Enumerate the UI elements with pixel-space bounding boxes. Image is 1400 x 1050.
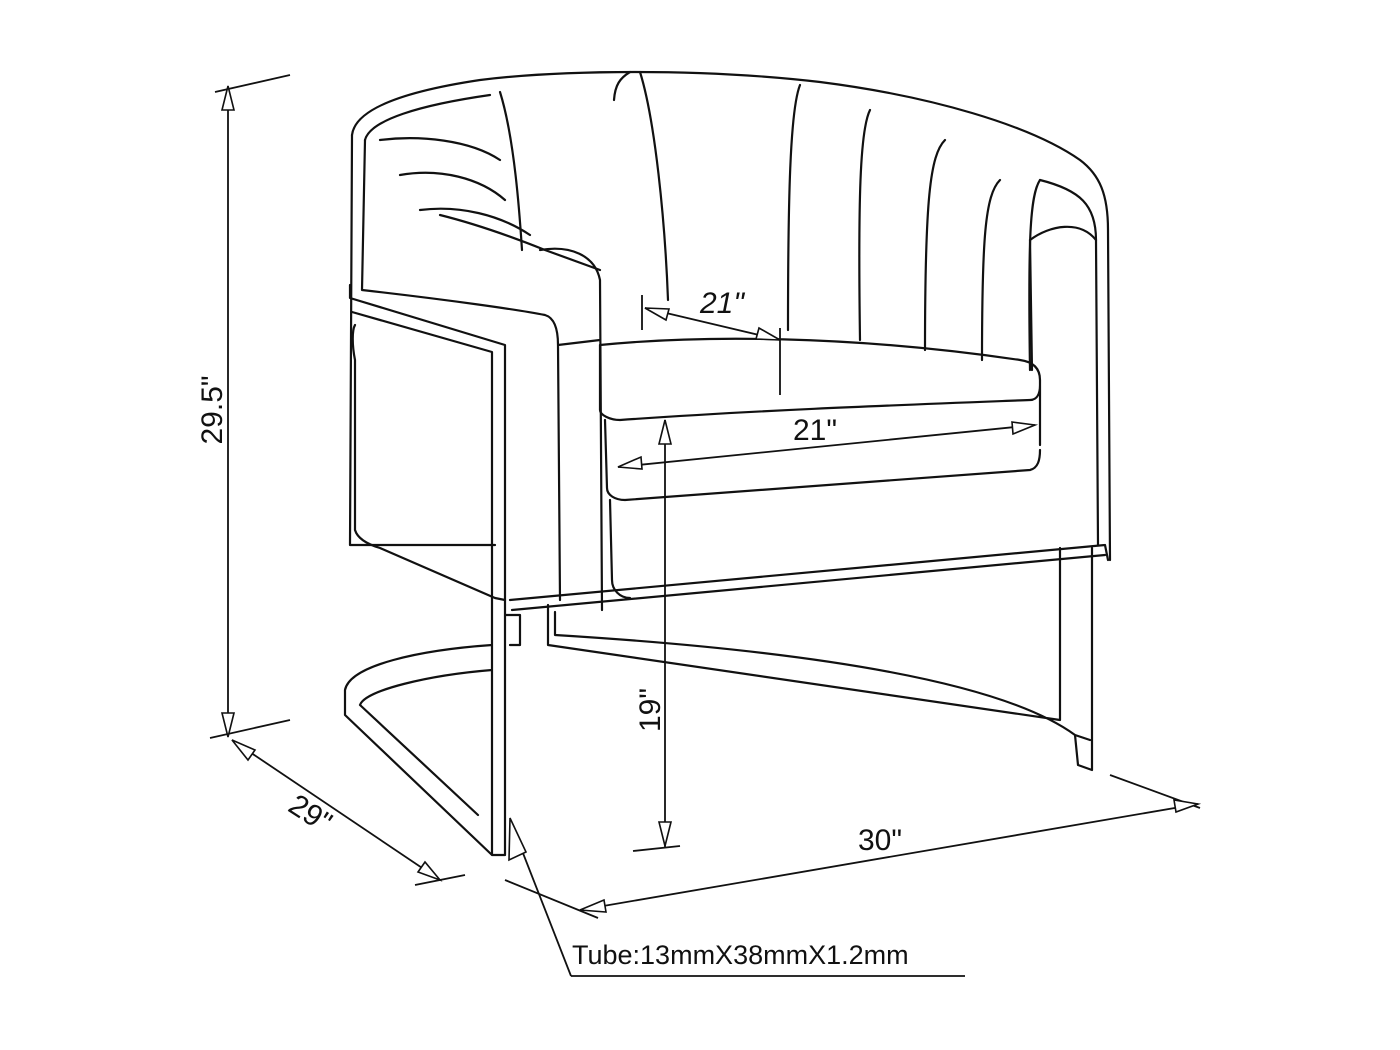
seat-height-dimension: 19" (632, 419, 681, 852)
back-channel-lines (378, 70, 1042, 372)
seat-depth-dimension: 21" (641, 287, 781, 395)
depth-label: 29" (283, 788, 338, 840)
seat-width-dimension: 21" (617, 414, 1039, 470)
metal-frame (343, 283, 1094, 857)
tube-callout: Tube:13mmX38mmX1.2mm (508, 817, 965, 977)
depth-dimension: 29" (231, 739, 466, 886)
seat-cushion (598, 337, 1042, 600)
seat-height-label: 19" (634, 688, 667, 732)
seat-depth-label: 21" (699, 287, 745, 320)
chair-drawing (343, 70, 1112, 857)
left-arm (348, 133, 604, 612)
width-dimension: 30" (504, 774, 1202, 919)
height-label: 29.5" (196, 375, 229, 444)
right-arm (1028, 225, 1098, 372)
back-shell-inner (363, 93, 1100, 547)
seat-width-label: 21" (793, 414, 837, 447)
left-side-panel (351, 323, 507, 602)
seat-base (508, 543, 1110, 612)
height-dimension: 29.5" (196, 74, 291, 739)
tube-spec-label: Tube:13mmX38mmX1.2mm (572, 940, 909, 970)
arm-top (438, 213, 602, 272)
width-label: 30" (858, 824, 902, 857)
back-shell-outline (350, 70, 1112, 562)
